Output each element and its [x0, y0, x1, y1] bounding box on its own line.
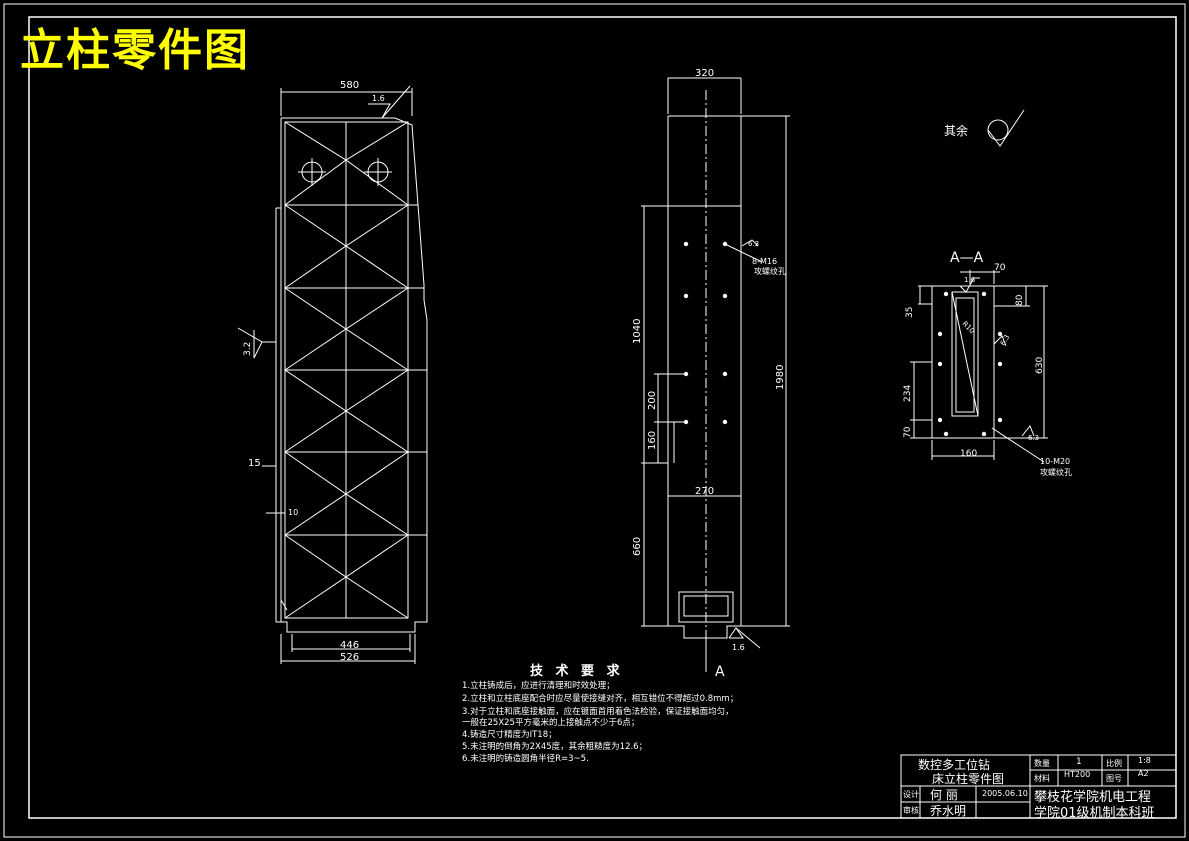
drawing-no-value: A2	[1138, 769, 1149, 778]
dim-35: 35	[905, 307, 915, 318]
tech-req-item: 一般在25X25平方毫米的上接触点不少于6点；	[462, 718, 640, 728]
dim-660: 660	[632, 537, 643, 556]
tech-req-item: 3.对于立柱和底座接触面，应在镀面首用着色法检验，保证接触面均匀，	[462, 707, 734, 717]
title-block-grid	[900, 754, 1177, 819]
roughness-bottom: 1.6	[732, 643, 745, 652]
dim-15: 15	[248, 458, 261, 469]
other-roughness-label: 其余	[944, 123, 968, 138]
roughness-section-hole: 6.3	[1028, 434, 1039, 442]
designer-name: 何 丽	[930, 788, 958, 802]
hole-note-m16: 8-M16	[752, 257, 777, 266]
bolt-hole	[364, 158, 392, 186]
dim-580: 580	[340, 80, 359, 91]
m16-holes	[683, 241, 728, 425]
dim-630: 630	[1035, 357, 1045, 374]
hole-note-m20: 10-M20	[1040, 457, 1070, 466]
tech-req-item: 6.未注明的铸造圆角半径R=3~5.	[462, 754, 589, 764]
tech-req-item: 1.立柱铸成后，应进行清理和时效处理；	[462, 681, 615, 691]
scale-value: 1:8	[1138, 756, 1151, 765]
dim-70-bottom: 70	[903, 426, 913, 438]
hole-note-tap-section: 攻螺纹孔	[1040, 467, 1072, 477]
material-label: 材料	[1034, 774, 1050, 783]
qty-label: 数量	[1034, 759, 1050, 768]
school-line2: 学院01级机制本科班	[1034, 806, 1155, 821]
roughness-section-top: 1.6	[964, 276, 976, 284]
part-name-line1: 数控多工位钻	[918, 758, 991, 772]
reviewer-name: 乔水明	[930, 804, 967, 818]
roughness-side: 3.2	[243, 342, 253, 356]
front-view	[641, 77, 790, 672]
dim-70-top: 70	[994, 263, 1006, 273]
tech-req-item: 5.未注明的倒角为2X45度，其余粗糙度为12.6；	[462, 742, 648, 752]
roughness-top: 1.6	[372, 94, 385, 103]
dim-234: 234	[903, 385, 913, 402]
dim-160-section: 160	[960, 449, 977, 459]
section-label: A—A	[950, 250, 984, 266]
tech-req-heading: 技 术 要 求	[530, 664, 624, 679]
scale-label: 比例	[1106, 759, 1122, 768]
tech-req-item: 4.铸造尺寸精度为IT18；	[462, 730, 557, 740]
hole-note-tap: 攻螺纹孔	[754, 266, 786, 276]
dim-270: 270	[695, 486, 714, 497]
reviewer-label: 审核	[903, 806, 919, 815]
drawing-frame	[3, 3, 1186, 838]
dim-160: 160	[647, 431, 658, 450]
tech-req-item: 2.立柱和立柱底座配合时应尽量使接缝对齐，相互错位不得超过0.8mm；	[462, 694, 739, 704]
part-name-line2: 床立柱零件图	[932, 772, 1005, 786]
left-view	[237, 85, 428, 664]
qty-value: 1	[1076, 757, 1082, 767]
designer-label: 设计	[903, 790, 919, 799]
section-aa	[910, 270, 1048, 463]
dim-10: 10	[288, 508, 298, 517]
section-mark-a: A	[715, 664, 725, 680]
dim-1980: 1980	[775, 365, 786, 390]
roughness-hole: 6.3	[748, 240, 759, 248]
dim-526: 526	[340, 652, 359, 663]
other-roughness-symbol	[987, 109, 1025, 147]
design-date: 2005.06.10	[982, 789, 1028, 798]
dim-1040: 1040	[632, 319, 643, 344]
dim-80: 80	[1015, 294, 1025, 306]
dim-200: 200	[647, 391, 658, 410]
m20-holes	[937, 291, 1003, 437]
rib-lattice	[284, 121, 409, 619]
drawing-title: 立柱零件图	[20, 25, 250, 76]
dim-320: 320	[695, 68, 714, 79]
bolt-hole	[298, 158, 326, 186]
material-value: HT200	[1064, 770, 1091, 779]
school-line1: 攀枝花学院机电工程	[1034, 790, 1152, 805]
drawing-no-label: 图号	[1106, 774, 1122, 783]
dim-446: 446	[340, 640, 359, 651]
